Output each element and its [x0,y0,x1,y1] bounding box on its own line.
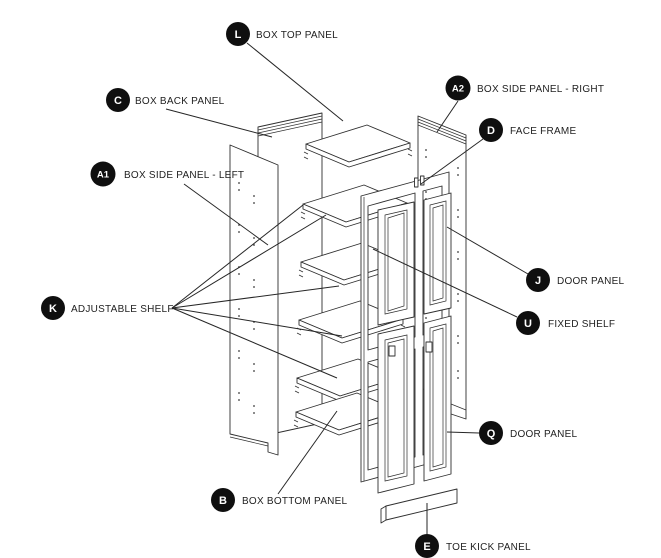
callout-marker-c [106,88,130,112]
callout-c: C BOX BACK PANEL [106,88,225,112]
door-panel-bottom-right [423,315,452,482]
callout-marker-a2 [445,75,471,101]
toe-kick-panel [380,488,458,524]
callout-letter-j: J [535,275,541,287]
callout-q: Q DOOR PANEL [479,421,578,445]
callout-label-door-panel-bottom: DOOR PANEL [510,429,578,440]
callout-letter-e: E [423,541,430,553]
callout-a1: A1 BOX SIDE PANEL - LEFT [90,161,244,187]
callout-e: E TOE KICK PANEL [415,534,531,558]
callout-marker-e [415,534,439,558]
callout-label-box-side-panel-left: BOX SIDE PANEL - LEFT [124,170,244,181]
callout-label-adjustable-shelf: ADJUSTABLE SHELF [71,304,174,315]
callout-marker-q [479,421,503,445]
callout-marker-d [479,118,503,142]
door-panel-top-left [377,201,415,326]
callout-label-box-back-panel: BOX BACK PANEL [135,96,225,107]
shelf-pin-holes-right [425,149,459,379]
callout-letter-a1: A1 [97,170,110,181]
leader-lines [165,42,529,534]
callout-l: L BOX TOP PANEL [226,22,338,46]
callout-a2: A2 BOX SIDE PANEL - RIGHT [445,75,604,101]
callout-label-fixed-shelf: FIXED SHELF [548,319,615,330]
callout-letter-k: K [49,303,57,315]
callout-marker-a1 [90,161,116,187]
callout-label-box-bottom-panel: BOX BOTTOM PANEL [242,496,348,507]
callout-letter-c: C [114,95,122,107]
callout-letter-u: U [524,318,532,330]
box-side-panel-left [229,144,279,456]
callout-label-box-side-panel-right: BOX SIDE PANEL - RIGHT [477,84,604,95]
door-panel-bottom-left [377,325,415,494]
hinge-blocks [388,175,433,357]
callout-letter-b: B [219,495,227,507]
callout-label-box-top-panel: BOX TOP PANEL [256,30,338,41]
callout-u: U FIXED SHELF [516,311,615,335]
callout-letter-d: D [487,125,495,137]
callout-j: J DOOR PANEL [526,268,625,292]
callout-letter-q: Q [487,428,496,440]
door-panel-top-right [423,192,452,315]
callout-label-toe-kick-panel: TOE KICK PANEL [446,542,531,553]
callout-d: D FACE FRAME [479,118,576,142]
callout-label-door-panel-top: DOOR PANEL [557,276,625,287]
callout-b: B BOX BOTTOM PANEL [211,488,348,512]
callout-marker-j [526,268,550,292]
callout-letter-a2: A2 [452,84,464,95]
callout-marker-u [516,311,540,335]
callout-label-face-frame: FACE FRAME [510,126,576,137]
callout-k: K ADJUSTABLE SHELF [41,296,174,320]
callout-marker-k [41,296,65,320]
callout-marker-b [211,488,235,512]
callout-letter-l: L [235,29,242,41]
callout-marker-l [226,22,250,46]
box-top-panel [303,124,413,168]
